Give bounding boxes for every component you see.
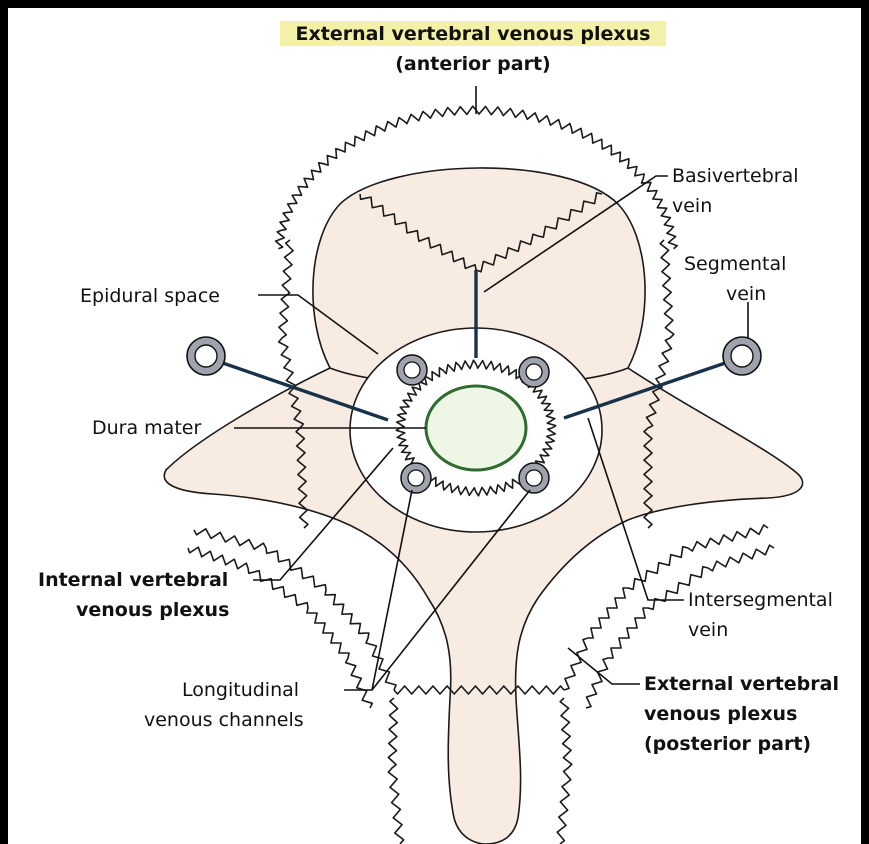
diagram-frame: External vertebral venous plexus (anteri… bbox=[8, 8, 861, 844]
label-longitudinal-2: venous channels bbox=[144, 709, 304, 731]
label-segmental-2: vein bbox=[726, 283, 766, 305]
label-ext-anterior-2: (anterior part) bbox=[395, 53, 550, 75]
longitudinal-channel-bottom-left bbox=[401, 463, 431, 493]
label-internal-2: venous plexus bbox=[76, 599, 229, 621]
segmental-vein-right-lumen bbox=[731, 345, 753, 367]
label-basivertebral-1: Basivertebral bbox=[672, 165, 799, 187]
label-ext-posterior-3: (posterior part) bbox=[644, 733, 811, 755]
leader-ext-posterior bbox=[568, 648, 640, 684]
label-dura: Dura mater bbox=[92, 417, 201, 439]
label-basivertebral-2: vein bbox=[672, 195, 712, 217]
label-ext-posterior-2: venous plexus bbox=[644, 703, 797, 725]
dura-mater-sac bbox=[426, 386, 526, 470]
label-segmental-1: Segmental bbox=[684, 253, 786, 275]
longitudinal-channel-top-left bbox=[397, 355, 427, 385]
label-intersegmental-2: vein bbox=[688, 619, 728, 641]
label-epidural: Epidural space bbox=[80, 285, 220, 307]
longitudinal-channel-top-right bbox=[519, 357, 549, 387]
external-plexus-tail-right bbox=[557, 698, 572, 844]
label-internal-1: Internal vertebral bbox=[38, 569, 228, 591]
external-plexus-tail-left bbox=[388, 698, 403, 844]
vertebra-venous-plexus-diagram: External vertebral venous plexus (anteri… bbox=[8, 8, 861, 844]
label-ext-anterior-1: External vertebral venous plexus bbox=[296, 23, 651, 45]
label-longitudinal-1: Longitudinal bbox=[182, 679, 299, 701]
longitudinal-channel-bottom-right bbox=[519, 463, 549, 493]
segmental-vein-left-lumen bbox=[195, 345, 217, 367]
label-ext-posterior-1: External vertebral bbox=[644, 673, 839, 695]
label-intersegmental-1: Intersegmental bbox=[688, 589, 833, 611]
